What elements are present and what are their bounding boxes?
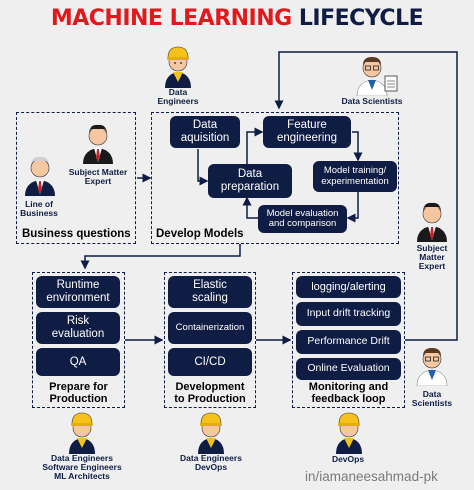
arrow-evaluation-to-preparation <box>242 196 258 219</box>
role-bottom-right: DevOps <box>331 454 365 464</box>
deploy-item: Elastic scaling <box>168 276 252 308</box>
arrow-training-to-evaluation <box>346 192 359 223</box>
monitor-panel-label: Monitoring and feedback loop <box>308 381 389 406</box>
role-data-scientists-right: Data Scientists <box>411 389 453 408</box>
model-training-box: Model training/ experimentation <box>313 161 397 192</box>
page-title: MACHINE LEARNING LIFECYCLE <box>0 6 474 31</box>
deploy-panel <box>164 272 256 408</box>
data-scientist-icon <box>356 57 388 96</box>
monitor-item: Online Evaluation <box>296 358 401 380</box>
data-engineer-icon <box>198 412 224 454</box>
role-line-of-business: Line of Business <box>20 199 58 218</box>
arrow-preparation-to-feature <box>246 127 264 166</box>
role-bottom-left: Data Engineers Software Engineers ML Arc… <box>42 453 122 481</box>
data-scientist-icon <box>416 348 448 386</box>
data-engineer-icon <box>165 46 191 88</box>
data-engineer-icon <box>69 412 95 454</box>
prepare-panel <box>32 272 125 408</box>
role-data-engineers-top: Data Engineers <box>157 87 199 106</box>
develop-panel-label: Develop Models <box>156 228 244 240</box>
business-panel-label: Business questions <box>22 228 131 240</box>
clipboard-icon <box>384 75 398 92</box>
feature-engineering-box: Feature engineering <box>263 116 351 148</box>
prepare-item: Risk evaluation <box>36 312 120 344</box>
data-preparation-box: Data preparation <box>208 164 292 198</box>
prepare-item: QA <box>36 348 120 376</box>
model-evaluation-box: Model evaluation and comparison <box>258 205 347 233</box>
title-part-1: MACHINE LEARNING <box>50 6 292 31</box>
role-bottom-middle: Data Engineers DevOps <box>180 453 242 472</box>
deploy-item: Containerization <box>168 312 252 344</box>
role-subject-matter-expert-left: Subject Matter Expert <box>68 167 128 186</box>
develop-panel <box>151 112 399 244</box>
monitor-item: Performance Drift <box>296 330 401 354</box>
line-of-business-icon <box>25 156 55 196</box>
subject-matter-expert-icon <box>83 124 113 164</box>
monitor-item: logging/alerting <box>296 276 401 298</box>
monitor-panel <box>292 272 405 408</box>
deploy-panel-label: Development to Production <box>174 381 246 406</box>
arrow-feature-to-training <box>352 131 363 162</box>
prepare-item: Runtime environment <box>36 276 120 308</box>
title-part-2: LIFECYCLE <box>298 6 424 31</box>
data-acquisition-box: Data aquisition <box>170 116 240 148</box>
prepare-panel-label: Prepare for Production <box>49 381 108 406</box>
role-subject-matter-expert-right: Subject Matter Expert <box>416 243 448 271</box>
arrow-develop-to-prepare <box>80 244 241 270</box>
monitor-item: Input drift tracking <box>296 302 401 326</box>
devops-engineer-icon <box>336 412 362 454</box>
role-data-scientists-top: Data Scientists <box>341 96 403 106</box>
arrow-feedback-loop <box>274 51 458 341</box>
deploy-item: CI/CD <box>168 348 252 376</box>
arrow-acquisition-to-preparation <box>197 149 209 186</box>
business-panel <box>16 112 136 244</box>
subject-matter-expert-icon <box>417 202 447 242</box>
author-credit: in/iamaneesahmad-pk <box>305 469 438 484</box>
